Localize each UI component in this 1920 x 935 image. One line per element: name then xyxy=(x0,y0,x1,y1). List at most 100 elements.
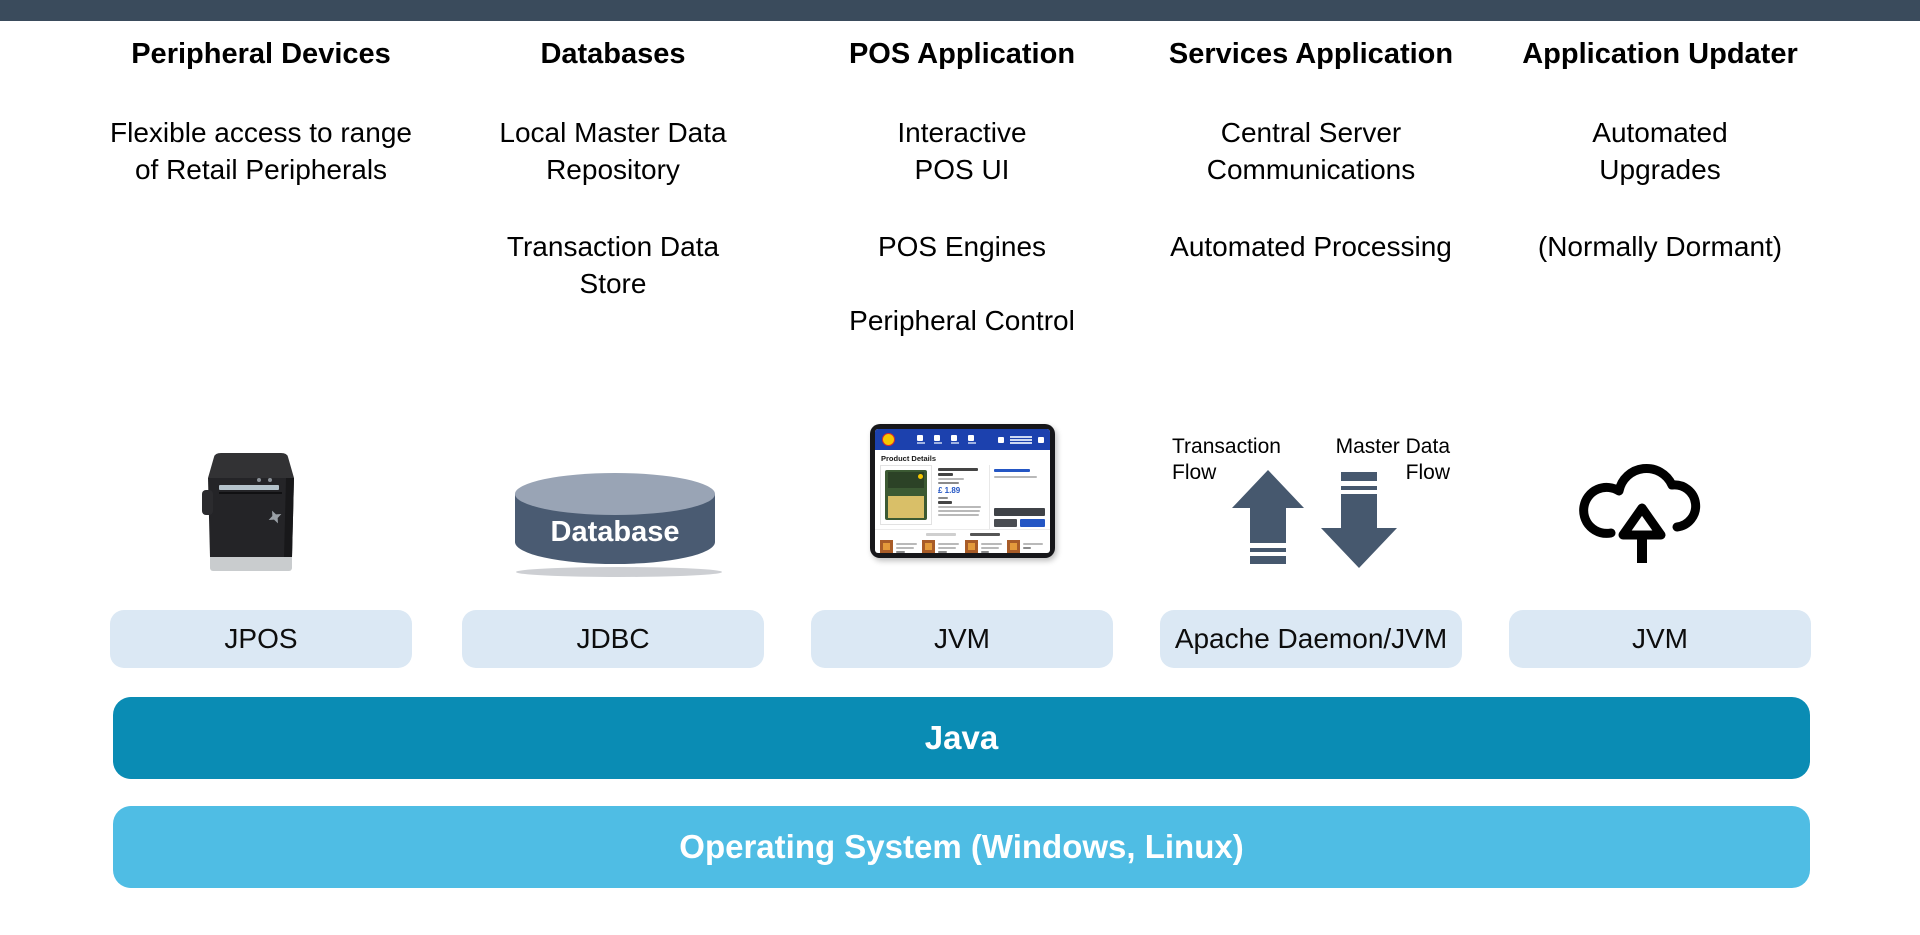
nav-icon xyxy=(934,435,942,444)
suggested-products-row xyxy=(875,538,1050,553)
product-info: £ 1.89 xyxy=(932,465,989,529)
column-application-updater: Application Updater Automated Upgrades (… xyxy=(1490,0,1830,935)
product-card xyxy=(880,540,918,553)
platform-box-jpos: JPOS xyxy=(110,610,412,668)
platform-label: JPOS xyxy=(224,623,298,654)
nav-icon xyxy=(917,435,925,444)
card-photo xyxy=(1006,540,1020,553)
package-label xyxy=(888,472,924,488)
add-to-bag-button xyxy=(994,519,1017,527)
product-text-bar xyxy=(938,501,952,504)
platform-label: Apache Daemon/JVM xyxy=(1174,623,1448,654)
package-badge xyxy=(918,474,923,479)
side-text-bar xyxy=(994,476,1038,478)
nav-icon xyxy=(968,435,976,444)
column-description: Interactive POS UI xyxy=(897,117,1027,185)
card-text xyxy=(896,540,918,553)
column-title: Services Application xyxy=(1168,38,1454,70)
pos-tabs xyxy=(875,529,1050,538)
pos-header-right xyxy=(998,435,1044,445)
store-info-text xyxy=(1010,435,1032,445)
column-description: Central Server Communications xyxy=(1206,117,1416,185)
pos-product-detail: £ 1.89 xyxy=(875,465,1050,529)
column-title: Peripheral Devices xyxy=(131,38,391,70)
platform-box-jdbc: JDBC xyxy=(462,610,764,668)
basket-icon xyxy=(1038,436,1044,443)
product-card xyxy=(964,540,1003,553)
column-description: Peripheral Control xyxy=(849,305,1075,336)
column-title: POS Application xyxy=(848,38,1076,70)
product-title-bar xyxy=(938,468,978,471)
pos-screen-title: Product Details xyxy=(881,454,937,463)
column-description: Local Master Data Repository xyxy=(499,117,727,185)
data-flow-arrows xyxy=(1232,470,1397,568)
lidl-logo xyxy=(882,433,895,446)
tab-bar-active xyxy=(969,533,1000,536)
platform-label: JDBC xyxy=(576,623,650,654)
tab-bar xyxy=(925,533,956,536)
product-meta-bar xyxy=(938,482,959,484)
check-stock-button xyxy=(994,508,1045,516)
product-side-panel xyxy=(989,465,1045,529)
product-meta-bar xyxy=(938,478,965,480)
column-description: POS Engines xyxy=(877,231,1047,262)
product-photo xyxy=(880,465,932,525)
transaction-flow-label: Transaction Flow xyxy=(1172,435,1281,484)
card-text xyxy=(938,540,960,553)
nav-icon xyxy=(951,435,959,444)
platform-box-jvm-updater: JVM xyxy=(1509,610,1811,668)
column-databases: Databases Local Master Data Repository T… xyxy=(443,0,783,935)
product-price: £ 1.89 xyxy=(938,486,961,495)
platform-box-apache-jvm: Apache Daemon/JVM xyxy=(1160,610,1462,668)
product-buttons xyxy=(994,508,1045,529)
column-description: Automated Processing xyxy=(1170,231,1452,262)
package-food xyxy=(888,496,924,518)
column-peripheral-devices: Peripheral Devices Flexible access to ra… xyxy=(91,0,431,935)
pos-screenshot: Product Details £ 1.89 xyxy=(870,424,1055,558)
master-data-flow-arrow-down xyxy=(1321,472,1397,568)
database-cylinder-graphic xyxy=(515,473,722,577)
platform-label: JVM xyxy=(934,623,990,654)
column-pos-application: POS Application Interactive POS UI POS E… xyxy=(792,0,1132,935)
product-package xyxy=(885,470,927,520)
product-text-bar xyxy=(938,510,981,512)
cloud-upload-icon xyxy=(1579,463,1701,563)
os-layer-bar: Operating System (Windows, Linux) xyxy=(113,806,1810,888)
java-layer-label: Java xyxy=(924,719,999,756)
receipt-printer-image xyxy=(202,453,294,571)
pos-screen: Product Details £ 1.89 xyxy=(875,429,1050,553)
column-description: Flexible access to range of Retail Perip… xyxy=(110,117,412,185)
top-title-bar xyxy=(0,0,1920,21)
card-text xyxy=(1022,540,1045,551)
card-photo xyxy=(922,540,936,553)
database-icon: Database xyxy=(505,470,725,580)
card-photo xyxy=(964,540,978,553)
button-row xyxy=(994,519,1045,527)
java-layer-bar: Java xyxy=(113,697,1810,779)
transaction-flow-arrow-up xyxy=(1232,470,1304,564)
side-link-bar xyxy=(994,469,1030,472)
platform-label: JVM xyxy=(1632,623,1688,654)
column-description: (Normally Dormant) xyxy=(1537,231,1783,262)
product-text-bar xyxy=(938,506,982,508)
pos-app-header xyxy=(875,429,1050,450)
pos-nav-icons xyxy=(917,435,976,444)
product-text-bar xyxy=(938,514,979,516)
keypad-icon xyxy=(998,436,1004,443)
card-photo xyxy=(880,540,893,553)
product-card xyxy=(922,540,960,553)
product-text-bar xyxy=(938,497,948,499)
column-description: Automated Upgrades xyxy=(1592,117,1728,185)
column-services-application: Services Application Central Server Comm… xyxy=(1141,0,1481,935)
database-label: Database xyxy=(550,516,680,548)
select-product-button xyxy=(1020,519,1045,527)
product-title-bar xyxy=(938,473,954,476)
platform-box-jvm-pos: JVM xyxy=(811,610,1113,668)
column-description: Transaction Data Store xyxy=(506,231,720,299)
product-card xyxy=(1006,540,1045,553)
master-data-flow-label: Master Data Flow xyxy=(1335,435,1450,484)
card-text xyxy=(980,540,1003,553)
column-title: Databases xyxy=(540,38,686,70)
os-layer-label: Operating System (Windows, Linux) xyxy=(679,828,1244,865)
